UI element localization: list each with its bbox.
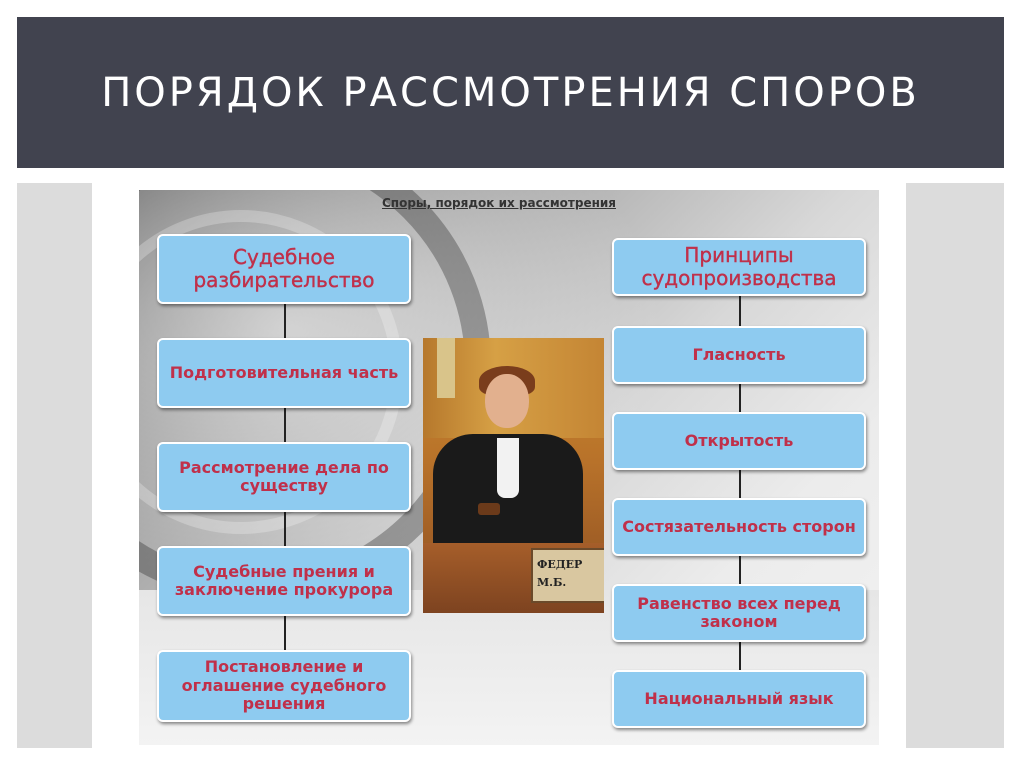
judge-jabot <box>497 438 519 498</box>
principle-label-4: Равенство всех перед законом <box>637 593 841 631</box>
left-step-box-2: Рассмотрение дела по существу <box>157 442 411 512</box>
right-header-label: Принципы судопроизводства <box>641 243 837 290</box>
left-connector-1 <box>284 302 286 340</box>
right-side-panel <box>906 183 1004 748</box>
diagram-title: Споры, порядок их рассмотрения <box>382 196 616 210</box>
slide-title: ПОРЯДОК РАССМОТРЕНИЯ СПОРОВ <box>101 69 920 116</box>
left-step-label-3: Судебные прения и заключение прокурора <box>174 561 394 599</box>
left-connector-4 <box>284 614 286 652</box>
left-connector-3 <box>284 510 286 548</box>
principle-label-5: Национальный язык <box>644 688 834 708</box>
left-header-label: Судебное разбирательство <box>193 245 375 292</box>
right-connector-2 <box>739 382 741 416</box>
right-connector-5 <box>739 640 741 674</box>
nameplate: ФЕДЕР М.Б. <box>531 548 604 603</box>
principle-box-2: Открытость <box>612 412 866 470</box>
left-side-panel <box>17 183 92 748</box>
left-step-label-4: Постановление и оглашение судебного реше… <box>181 657 387 714</box>
left-header-box: Судебное разбирательство <box>157 234 411 304</box>
principle-box-3: Состязательность сторон <box>612 498 866 556</box>
right-connector-4 <box>739 554 741 588</box>
left-step-box-3: Судебные прения и заключение прокурора <box>157 546 411 616</box>
judge-head <box>485 374 529 428</box>
gavel-icon <box>478 503 500 515</box>
principle-label-3: Состязательность сторон <box>622 516 856 536</box>
right-connector-3 <box>739 468 741 502</box>
judge-photo: ФЕДЕР М.Б. <box>423 338 604 613</box>
diagram-image: Споры, порядок их рассмотрения Судебное … <box>139 190 879 745</box>
right-header-box: Принципы судопроизводства <box>612 238 866 296</box>
right-connector-1 <box>739 294 741 328</box>
principle-box-4: Равенство всех перед законом <box>612 584 866 642</box>
left-step-box-1: Подготовительная часть <box>157 338 411 408</box>
principle-label-2: Открытость <box>684 430 794 450</box>
left-connector-2 <box>284 406 286 444</box>
left-step-box-4: Постановление и оглашение судебного реше… <box>157 650 411 722</box>
left-step-label-2: Рассмотрение дела по существу <box>179 457 389 495</box>
left-step-label-1: Подготовительная часть <box>169 362 399 382</box>
principle-box-5: Национальный язык <box>612 670 866 728</box>
nameplate-line-2: М.Б. <box>537 575 567 589</box>
principle-label-1: Гласность <box>692 344 786 364</box>
principle-box-1: Гласность <box>612 326 866 384</box>
title-bar: ПОРЯДОК РАССМОТРЕНИЯ СПОРОВ <box>17 17 1004 168</box>
nameplate-line-1: ФЕДЕР <box>537 558 583 571</box>
photo-column <box>437 338 455 398</box>
